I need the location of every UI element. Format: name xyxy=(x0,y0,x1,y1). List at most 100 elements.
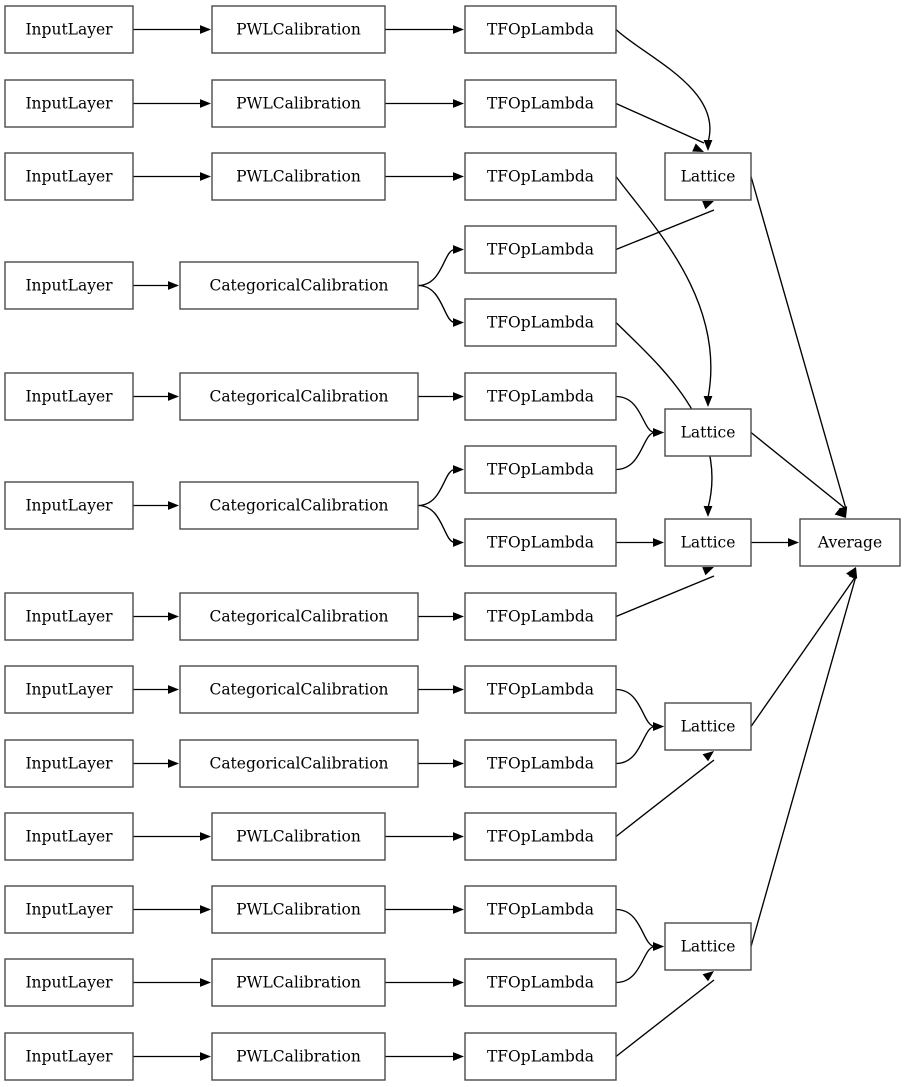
node-lattice-lat1[interactable]: Lattice xyxy=(664,152,752,201)
node-box[interactable] xyxy=(464,739,617,788)
node-box[interactable] xyxy=(4,885,134,934)
node-box[interactable] xyxy=(464,885,617,934)
node-pwlcalibration-cal2[interactable]: PWLCalibration xyxy=(211,79,386,128)
node-tfoplambda-lam6[interactable]: TFOpLambda xyxy=(464,372,617,421)
node-box[interactable] xyxy=(464,225,617,274)
node-box[interactable] xyxy=(4,1032,134,1081)
node-inputlayer-in3[interactable]: InputLayer xyxy=(4,152,134,201)
node-box[interactable] xyxy=(211,79,386,128)
node-inputlayer-in5[interactable]: InputLayer xyxy=(4,372,134,421)
node-tfoplambda-lam4[interactable]: TFOpLambda xyxy=(464,225,617,274)
node-box[interactable] xyxy=(464,812,617,861)
node-box[interactable] xyxy=(464,445,617,494)
node-average-avg[interactable]: Average xyxy=(799,518,901,567)
node-inputlayer-in6[interactable]: InputLayer xyxy=(4,481,134,530)
node-tfoplambda-lam3[interactable]: TFOpLambda xyxy=(464,152,617,201)
node-inputlayer-in12[interactable]: InputLayer xyxy=(4,958,134,1007)
edge-lam12-to-lat4 xyxy=(615,751,715,838)
node-box[interactable] xyxy=(211,1032,386,1081)
node-box[interactable] xyxy=(211,958,386,1007)
node-label: TFOpLambda xyxy=(487,314,594,332)
node-tfoplambda-lam11[interactable]: TFOpLambda xyxy=(464,739,617,788)
node-box[interactable] xyxy=(4,812,134,861)
node-box[interactable] xyxy=(464,372,617,421)
node-inputlayer-in7[interactable]: InputLayer xyxy=(4,592,134,641)
node-tfoplambda-lam5[interactable]: TFOpLambda xyxy=(464,298,617,347)
node-box[interactable] xyxy=(664,922,752,971)
node-categoricalcalibration-cal9[interactable]: CategoricalCalibration xyxy=(179,739,419,788)
node-tfoplambda-lam7[interactable]: TFOpLambda xyxy=(464,445,617,494)
node-box[interactable] xyxy=(464,958,617,1007)
node-box[interactable] xyxy=(179,372,419,421)
node-inputlayer-in11[interactable]: InputLayer xyxy=(4,885,134,934)
node-box[interactable] xyxy=(4,958,134,1007)
node-box[interactable] xyxy=(464,298,617,347)
node-box[interactable] xyxy=(211,885,386,934)
node-box[interactable] xyxy=(4,79,134,128)
node-tfoplambda-lam9[interactable]: TFOpLambda xyxy=(464,592,617,641)
node-pwlcalibration-cal12[interactable]: PWLCalibration xyxy=(211,958,386,1007)
node-box[interactable] xyxy=(179,481,419,530)
node-box[interactable] xyxy=(664,408,752,457)
edge-lat2-to-avg xyxy=(750,431,847,518)
node-inputlayer-in10[interactable]: InputLayer xyxy=(4,812,134,861)
node-box[interactable] xyxy=(4,152,134,201)
node-box[interactable] xyxy=(211,152,386,201)
node-tfoplambda-lam15[interactable]: TFOpLambda xyxy=(464,1032,617,1081)
node-lattice-lat2[interactable]: Lattice xyxy=(664,408,752,457)
node-box[interactable] xyxy=(464,592,617,641)
node-inputlayer-in8[interactable]: InputLayer xyxy=(4,665,134,714)
node-label: PWLCalibration xyxy=(236,828,361,846)
node-tfoplambda-lam1[interactable]: TFOpLambda xyxy=(464,5,617,54)
node-pwlcalibration-cal13[interactable]: PWLCalibration xyxy=(211,1032,386,1081)
node-tfoplambda-lam8[interactable]: TFOpLambda xyxy=(464,518,617,567)
node-categoricalcalibration-cal6[interactable]: CategoricalCalibration xyxy=(179,481,419,530)
node-categoricalcalibration-cal5[interactable]: CategoricalCalibration xyxy=(179,372,419,421)
node-box[interactable] xyxy=(464,152,617,201)
node-box[interactable] xyxy=(4,665,134,714)
node-tfoplambda-lam12[interactable]: TFOpLambda xyxy=(464,812,617,861)
node-box[interactable] xyxy=(664,702,752,751)
node-tfoplambda-lam14[interactable]: TFOpLambda xyxy=(464,958,617,1007)
node-box[interactable] xyxy=(179,592,419,641)
node-box[interactable] xyxy=(464,1032,617,1081)
node-categoricalcalibration-cal4[interactable]: CategoricalCalibration xyxy=(179,261,419,310)
node-box[interactable] xyxy=(464,79,617,128)
node-pwlcalibration-cal10[interactable]: PWLCalibration xyxy=(211,812,386,861)
node-box[interactable] xyxy=(4,372,134,421)
node-box[interactable] xyxy=(179,739,419,788)
node-tfoplambda-lam13[interactable]: TFOpLambda xyxy=(464,885,617,934)
node-box[interactable] xyxy=(4,739,134,788)
node-box[interactable] xyxy=(799,518,901,567)
node-lattice-lat4[interactable]: Lattice xyxy=(664,702,752,751)
node-tfoplambda-lam10[interactable]: TFOpLambda xyxy=(464,665,617,714)
node-box[interactable] xyxy=(664,518,752,567)
edge-cal7-to-lam9 xyxy=(417,612,464,621)
node-box[interactable] xyxy=(211,812,386,861)
node-inputlayer-in13[interactable]: InputLayer xyxy=(4,1032,134,1081)
node-inputlayer-in9[interactable]: InputLayer xyxy=(4,739,134,788)
node-box[interactable] xyxy=(664,152,752,201)
node-pwlcalibration-cal1[interactable]: PWLCalibration xyxy=(211,5,386,54)
node-inputlayer-in1[interactable]: InputLayer xyxy=(4,5,134,54)
node-box[interactable] xyxy=(179,665,419,714)
node-tfoplambda-lam2[interactable]: TFOpLambda xyxy=(464,79,617,128)
node-lattice-lat5[interactable]: Lattice xyxy=(664,922,752,971)
node-categoricalcalibration-cal8[interactable]: CategoricalCalibration xyxy=(179,665,419,714)
node-box[interactable] xyxy=(211,5,386,54)
node-inputlayer-in4[interactable]: InputLayer xyxy=(4,261,134,310)
node-box[interactable] xyxy=(4,261,134,310)
node-lattice-lat3[interactable]: Lattice xyxy=(664,518,752,567)
node-inputlayer-in2[interactable]: InputLayer xyxy=(4,79,134,128)
node-box[interactable] xyxy=(4,5,134,54)
node-box[interactable] xyxy=(464,5,617,54)
node-categoricalcalibration-cal7[interactable]: CategoricalCalibration xyxy=(179,592,419,641)
node-box[interactable] xyxy=(464,665,617,714)
node-box[interactable] xyxy=(464,518,617,567)
node-box[interactable] xyxy=(179,261,419,310)
node-box[interactable] xyxy=(4,592,134,641)
node-pwlcalibration-cal11[interactable]: PWLCalibration xyxy=(211,885,386,934)
node-box[interactable] xyxy=(4,481,134,530)
node-pwlcalibration-cal3[interactable]: PWLCalibration xyxy=(211,152,386,201)
